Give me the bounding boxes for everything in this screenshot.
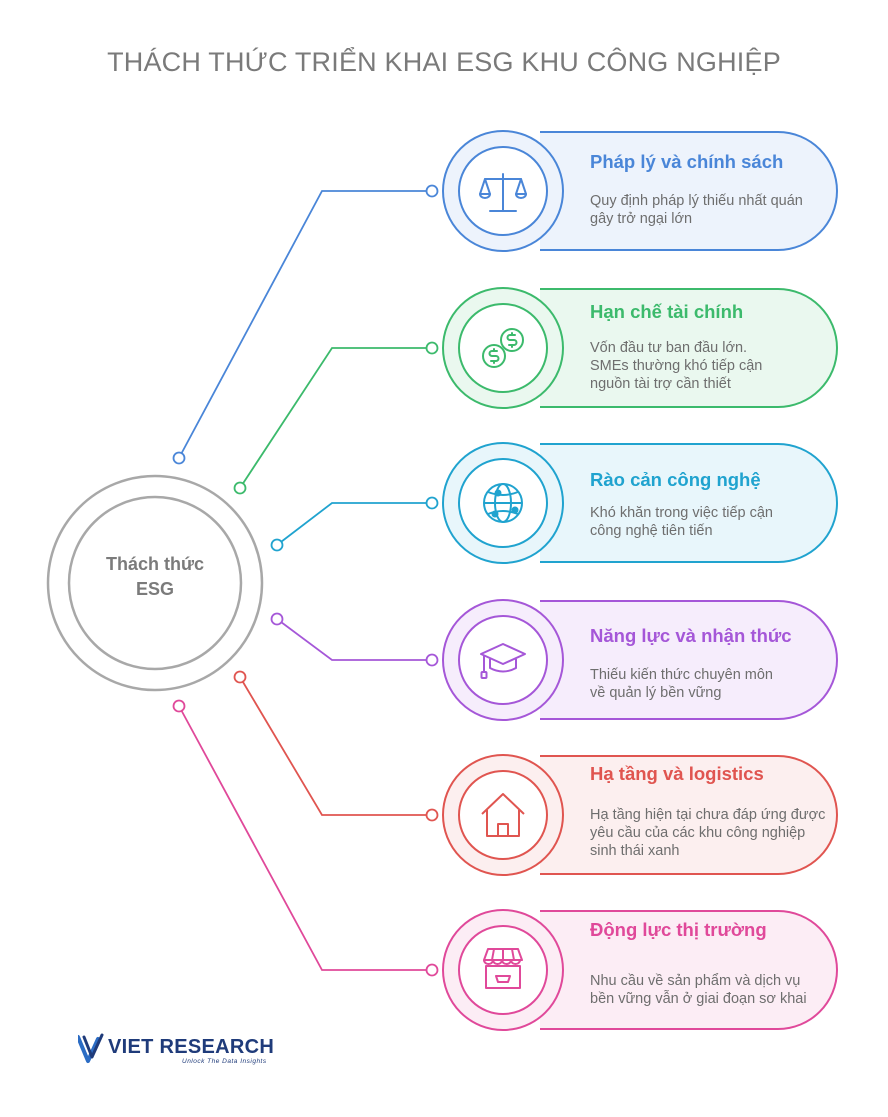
icon-ring-4 — [442, 599, 564, 721]
connector-dot-item-3 — [425, 496, 439, 510]
connector-line-3 — [276, 502, 432, 546]
connector-dot-item-5 — [425, 808, 439, 822]
connector-line-2 — [239, 347, 432, 489]
connector-dot-item-2 — [425, 341, 439, 355]
connector-dot-item-6 — [425, 963, 439, 977]
item-title-5: Hạ tầng và logistics — [590, 763, 764, 784]
logo-tagline: Unlock The Data Insights — [182, 1058, 267, 1065]
item-desc-5: Hạ tầng hiện tại chưa đáp ứng được yêu c… — [590, 807, 826, 859]
connector-dot-hub-6 — [172, 699, 186, 713]
icon-ring-2 — [442, 287, 564, 409]
item-title-3: Rào cản công nghệ — [590, 469, 761, 490]
connector-dot-hub-1 — [172, 451, 186, 465]
graduation-cap-icon — [480, 643, 526, 679]
connector-dot-hub-5 — [233, 670, 247, 684]
dollar-coins-icon — [482, 328, 524, 368]
item-title-4: Năng lực và nhận thức — [590, 625, 792, 646]
connector-dot-item-4 — [425, 653, 439, 667]
item-desc-3: Khó khăn trong việc tiếp cận công nghệ t… — [590, 505, 773, 539]
item-title-1: Pháp lý và chính sách — [590, 151, 784, 172]
item-desc-4: Thiếu kiến thức chuyên môn về quản lý bề… — [590, 667, 773, 701]
connector-line-6 — [178, 705, 432, 971]
connector-dot-item-1 — [425, 184, 439, 198]
hub-label: Thách thức ESG — [105, 554, 205, 599]
market-stall-icon — [483, 948, 523, 989]
hub-inner-ring — [67, 495, 243, 671]
connector-line-1 — [178, 190, 432, 459]
card-phap-ly — [540, 131, 838, 251]
connector-dot-hub-4 — [270, 612, 284, 626]
card-tai-chinh — [540, 288, 838, 408]
house-icon — [481, 793, 525, 837]
item-title-2: Hạn chế tài chính — [590, 301, 744, 322]
icon-ring-6 — [442, 909, 564, 1031]
scale-icon — [479, 173, 527, 212]
item-title-6: Động lực thị trường — [590, 919, 767, 940]
page-title: THÁCH THỨC TRIỂN KHAI ESG KHU CÔNG NGHIỆ… — [107, 47, 781, 77]
connector-dot-hub-2 — [233, 481, 247, 495]
connector-line-5 — [239, 676, 432, 816]
card-thi-truong — [540, 910, 838, 1030]
connector-dot-hub-3 — [270, 538, 284, 552]
logo-text: VIET RESEARCH — [108, 1036, 275, 1058]
item-desc-6: Nhu cầu về sản phẩm và dịch vụ bền vững … — [590, 973, 807, 1007]
item-desc-2: Vốn đầu tư ban đầu lớn. SMEs thường khó … — [590, 340, 763, 392]
viet-research-logo — [78, 1033, 104, 1063]
connector-line-4 — [276, 618, 432, 661]
card-nang-luc — [540, 600, 838, 720]
icon-ring-5 — [442, 754, 564, 876]
globe-network-icon — [483, 483, 523, 523]
card-ha-tang — [540, 755, 838, 875]
card-cong-nghe — [540, 443, 838, 563]
item-desc-1: Quy định pháp lý thiếu nhất quán gây trở… — [590, 193, 803, 227]
